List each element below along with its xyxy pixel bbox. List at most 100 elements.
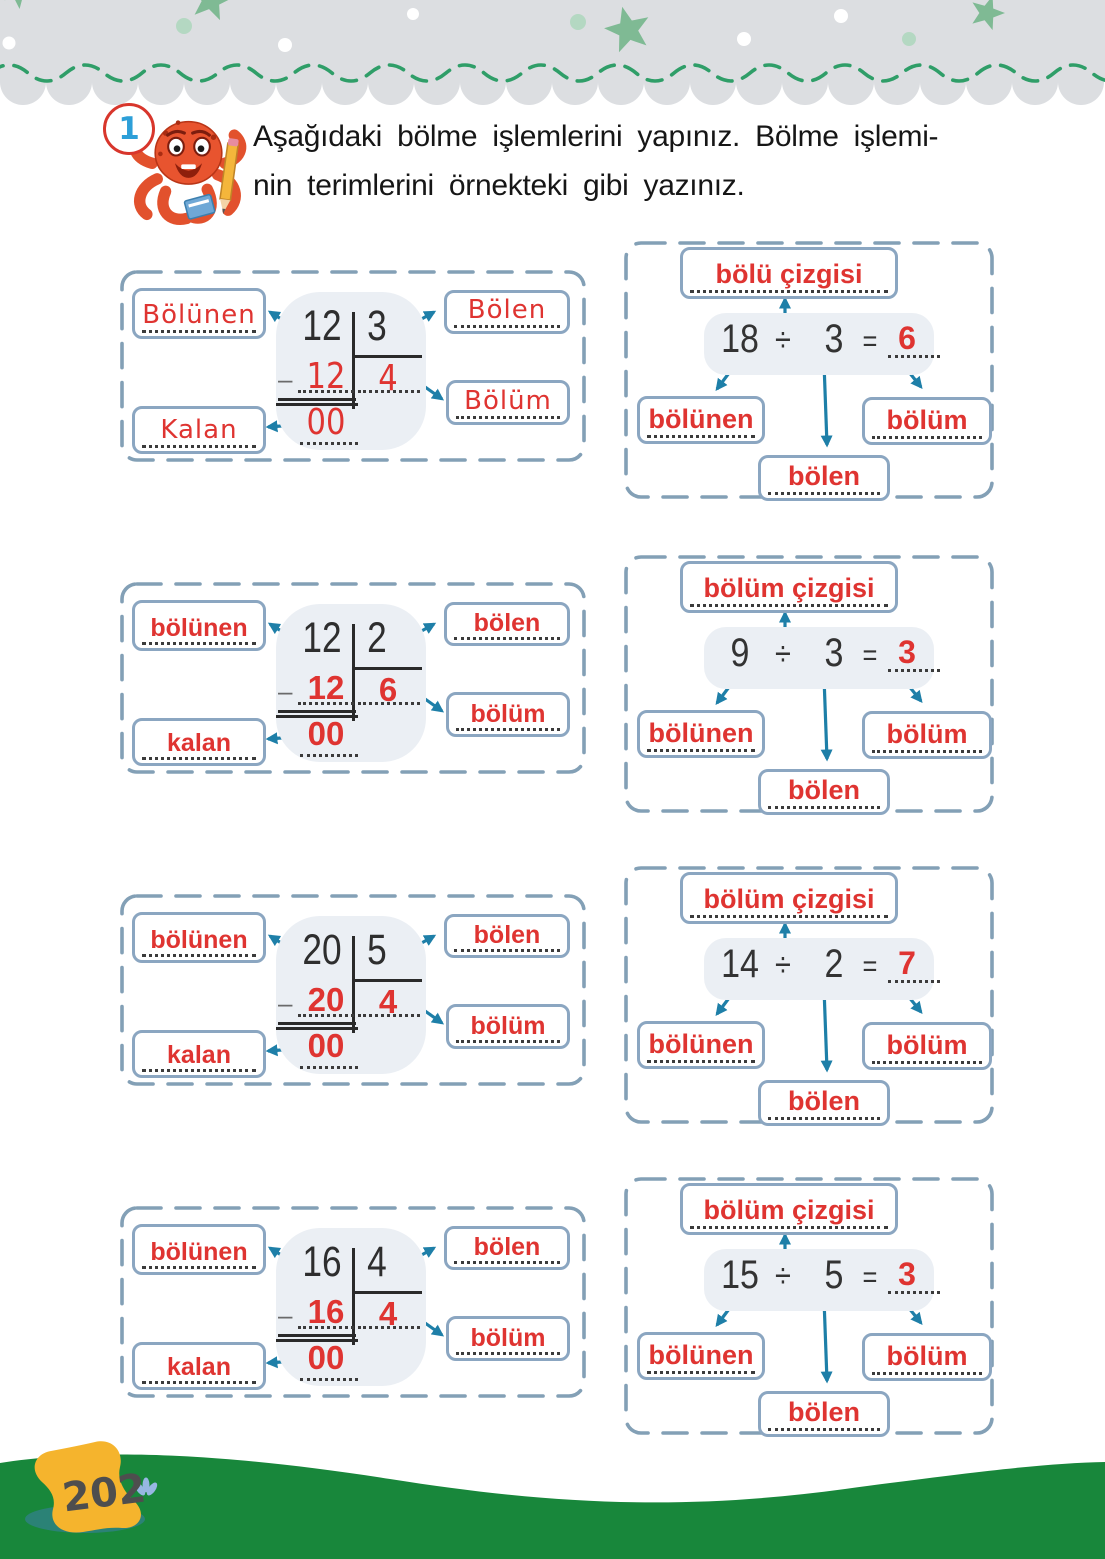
division-exercise-box: bölünen bölen bölüm kalan 12 2 – 12 6 00 xyxy=(118,580,588,776)
divisor-term-box[interactable]: bölen xyxy=(758,1391,890,1437)
divisor-term-box[interactable]: bölen xyxy=(444,914,570,958)
answer-dotted-line[interactable] xyxy=(358,390,420,393)
remainder-term-box[interactable]: kalan xyxy=(132,1342,266,1390)
footer-hill: 202 xyxy=(0,1441,1105,1559)
quotient-term-box[interactable]: Bölüm xyxy=(446,380,570,425)
minus-sign: – xyxy=(278,676,293,706)
answer-dotted-line[interactable] xyxy=(300,442,358,445)
division-sign: ÷ xyxy=(775,321,791,359)
answer-dotted-line[interactable] xyxy=(300,1066,358,1069)
divisor-value: 3 xyxy=(367,302,387,350)
quotient-term-box[interactable]: bölüm xyxy=(446,692,570,737)
answer-dotted-line[interactable] xyxy=(298,1326,354,1329)
divisor-term-box[interactable]: Bölen xyxy=(444,290,570,334)
dividend-term-box[interactable]: bölünen xyxy=(637,1021,765,1069)
division-bracket-line xyxy=(352,667,422,670)
minus-sign: – xyxy=(278,1300,293,1330)
dividend-value: 20 xyxy=(302,926,342,974)
answer-dotted-line[interactable] xyxy=(300,754,358,757)
flower-icon xyxy=(134,1477,158,1496)
answer-dotted-line[interactable] xyxy=(888,1291,940,1294)
answer-dotted-line[interactable] xyxy=(888,980,940,983)
division-bracket-line xyxy=(352,355,422,358)
result-term-box[interactable]: bölüm xyxy=(862,397,992,445)
equals-sign: = xyxy=(862,950,878,983)
dividend-term-label: bölünen xyxy=(647,1031,755,1063)
divisor-term-label: bölen xyxy=(768,777,880,809)
dividend-term-box[interactable]: bölünen xyxy=(132,912,266,963)
result-term-box[interactable]: bölüm xyxy=(862,711,992,759)
divisor-value: 5 xyxy=(367,926,387,974)
division-bracket-line xyxy=(352,312,355,409)
division-sign-term-box[interactable]: bölüm çizgisi xyxy=(680,561,898,613)
division-sign-term-label: bölüm çizgisi xyxy=(690,575,888,607)
equation-exercise-box: bölüm çizgisi 9 ÷ 3 = 3 bölünen bölen bö… xyxy=(622,553,996,815)
quotient-term-box[interactable]: bölüm xyxy=(446,1316,570,1361)
dividend-term-box[interactable]: Bölünen xyxy=(132,288,266,339)
answer-dotted-line[interactable] xyxy=(298,390,354,393)
subtrahend-value: 16 xyxy=(307,1293,345,1330)
dividend-term-box[interactable]: bölünen xyxy=(132,600,266,651)
result-term-box[interactable]: bölüm xyxy=(862,1333,992,1381)
division-exercise-box: bölünen bölen bölüm kalan 16 4 – 16 4 00 xyxy=(118,1204,588,1400)
result-term-box[interactable]: bölüm xyxy=(862,1022,992,1070)
answer-dotted-line[interactable] xyxy=(358,1014,420,1017)
dividend-term-box[interactable]: bölünen xyxy=(637,710,765,758)
subtraction-line xyxy=(278,1334,356,1337)
quotient-term-label: bölüm xyxy=(456,1325,560,1355)
dividend-term-box[interactable]: bölünen xyxy=(637,396,765,444)
division-bracket-line xyxy=(352,624,355,721)
quotient-term-box[interactable]: bölüm xyxy=(446,1004,570,1049)
remainder-term-box[interactable]: kalan xyxy=(132,1030,266,1078)
answer-dotted-line[interactable] xyxy=(298,702,354,705)
quotient-value: 6 xyxy=(378,671,398,708)
division-work-area xyxy=(276,1228,426,1386)
division-bracket-line xyxy=(352,1248,355,1345)
equation-highlight-area xyxy=(704,627,934,689)
task-instruction: Aşağıdaki bölme işlemlerini yapınız. Böl… xyxy=(253,112,1043,210)
remainder-term-box[interactable]: Kalan xyxy=(132,406,266,454)
result-value: 3 xyxy=(898,1256,916,1292)
gray-band-shape xyxy=(0,0,1105,105)
subtraction-line xyxy=(276,715,358,718)
arrow-to-divisor-label xyxy=(820,987,833,1073)
answer-dotted-line[interactable] xyxy=(358,1326,420,1329)
division-sign-term-box[interactable]: bölüm çizgisi xyxy=(680,1183,898,1235)
divisor-value: 2 xyxy=(824,942,844,986)
arrow-to-divisor-label xyxy=(820,676,833,762)
division-sign-term-box[interactable]: bölüm çizgisi xyxy=(680,872,898,924)
star-decorations xyxy=(4,0,1005,53)
answer-dotted-line[interactable] xyxy=(888,355,940,358)
answer-dotted-line[interactable] xyxy=(358,702,420,705)
remainder-term-box[interactable]: kalan xyxy=(132,718,266,766)
divisor-value: 5 xyxy=(824,1253,844,1297)
division-sign: ÷ xyxy=(775,946,791,984)
division-sign-term-box[interactable]: bölü çizgisi xyxy=(680,247,898,299)
dividend-term-box[interactable]: bölünen xyxy=(132,1224,266,1275)
task-number-badge: 1 xyxy=(103,103,155,155)
arrow-to-divisor-label xyxy=(820,362,833,448)
dividend-value: 16 xyxy=(302,1238,342,1286)
divisor-term-box[interactable]: bölen xyxy=(758,1080,890,1126)
divisor-term-box[interactable]: bölen xyxy=(444,602,570,646)
remainder-term-label: kalan xyxy=(142,1042,256,1072)
decorative-header-band xyxy=(0,0,1105,105)
answer-dotted-line[interactable] xyxy=(298,1014,354,1017)
answer-dotted-line[interactable] xyxy=(888,669,940,672)
subtraction-line xyxy=(278,1022,356,1025)
division-work-area xyxy=(276,916,426,1074)
result-value: 6 xyxy=(898,320,916,356)
divisor-term-box[interactable]: bölen xyxy=(758,769,890,815)
subtrahend-value: 12 xyxy=(307,669,345,706)
dividend-term-label: bölünen xyxy=(142,927,256,957)
equation-exercise-box: bölüm çizgisi 15 ÷ 5 = 3 bölünen bölen b… xyxy=(622,1175,996,1437)
dividend-term-box[interactable]: bölünen xyxy=(637,1332,765,1380)
divisor-term-label: bölen xyxy=(454,610,560,640)
answer-dotted-line[interactable] xyxy=(300,1378,358,1381)
dividend-value: 9 xyxy=(730,631,750,675)
divisor-term-label: bölen xyxy=(454,922,560,952)
remainder-value: 00 xyxy=(307,1339,345,1376)
divisor-term-box[interactable]: bölen xyxy=(444,1226,570,1270)
green-dot-decorations xyxy=(176,14,916,46)
divisor-term-box[interactable]: bölen xyxy=(758,455,890,501)
